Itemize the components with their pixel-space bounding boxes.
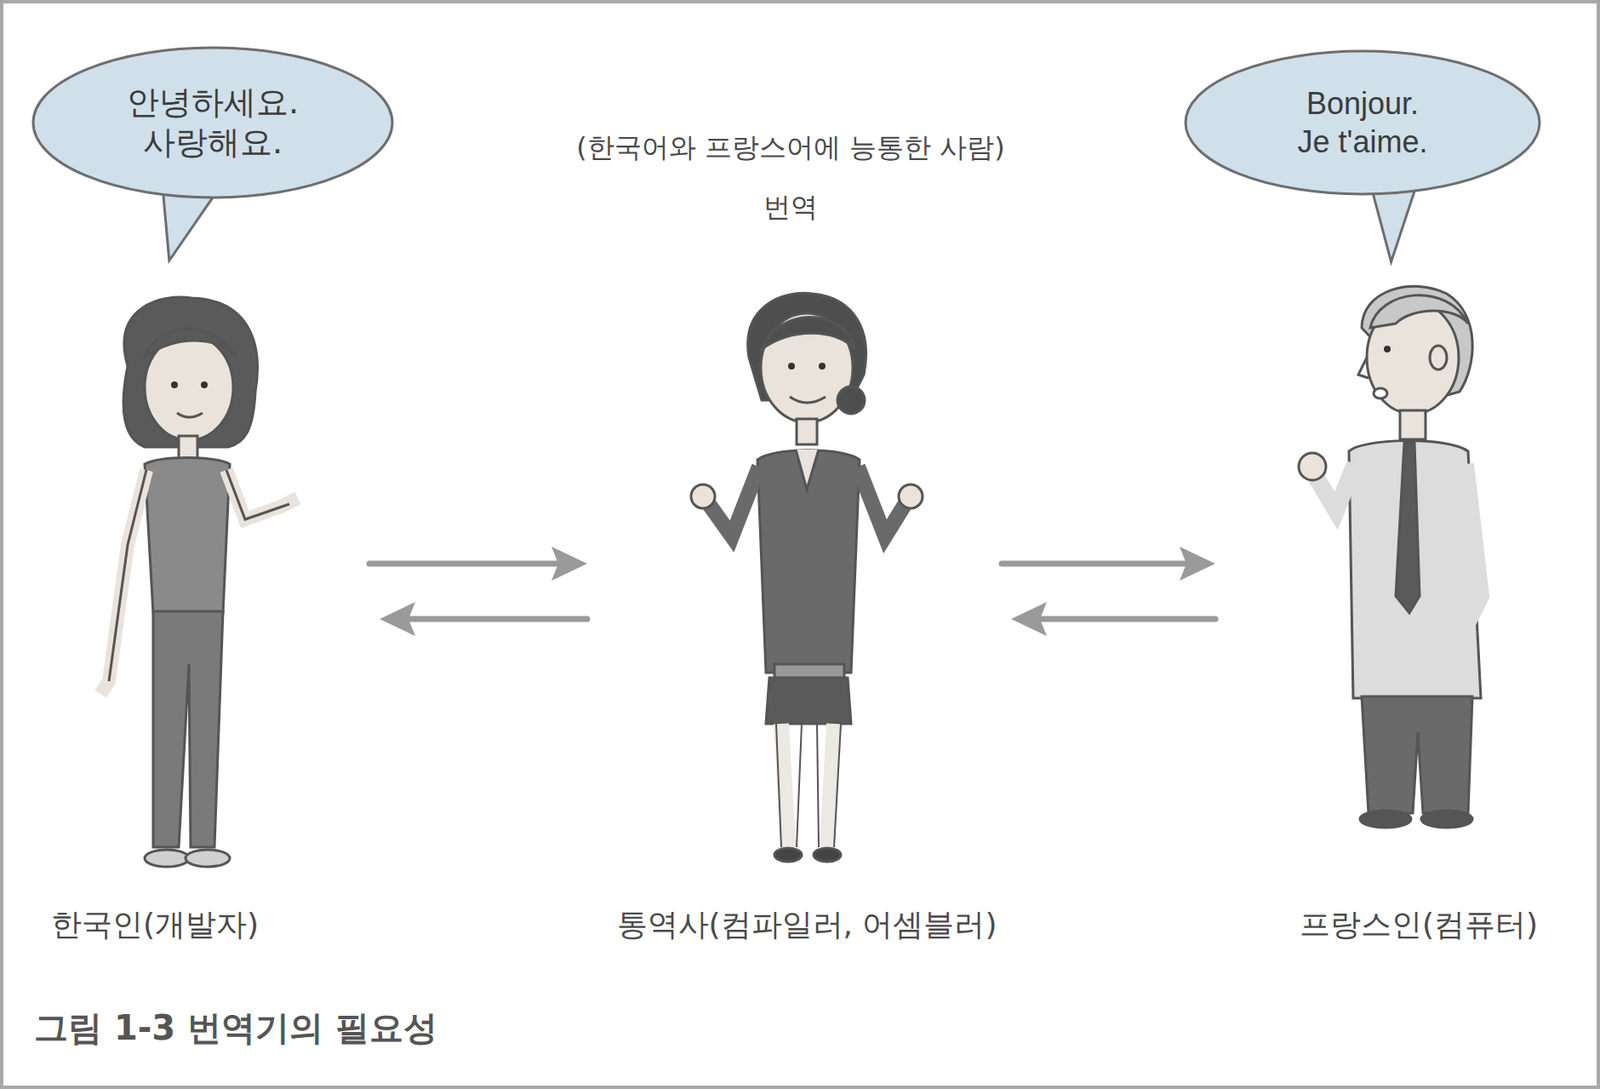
bubble-ellipse — [33, 47, 393, 198]
bubble-text: Bonjour. Je t'aime. — [1291, 84, 1435, 161]
role-note: (한국어와 프랑스어에 능통한 사람) — [576, 129, 1005, 167]
bubble-text: 안녕하세요. 사랑해요. — [126, 82, 299, 164]
speech-bubble: 안녕하세요. 사랑해요. — [31, 45, 395, 200]
person-label: 프랑스인(컴퓨터) — [1299, 903, 1538, 946]
french-person — [1298, 285, 1481, 828]
speech-bubble: Bonjour. Je t'aime. — [1183, 49, 1542, 196]
bubble-outline — [1183, 49, 1542, 196]
figure-caption: 그림 1-3 번역기의 필요성 — [34, 1004, 438, 1052]
person-label: 통역사(컴파일러, 어셈블러) — [617, 903, 998, 946]
role-note: 번역 — [763, 188, 818, 227]
korean-person — [100, 297, 298, 867]
interpreter-person — [691, 292, 923, 862]
bubble-ellipse — [1185, 51, 1540, 195]
person-label: 한국인(개발자) — [51, 903, 259, 946]
bubble-outline — [31, 45, 395, 200]
